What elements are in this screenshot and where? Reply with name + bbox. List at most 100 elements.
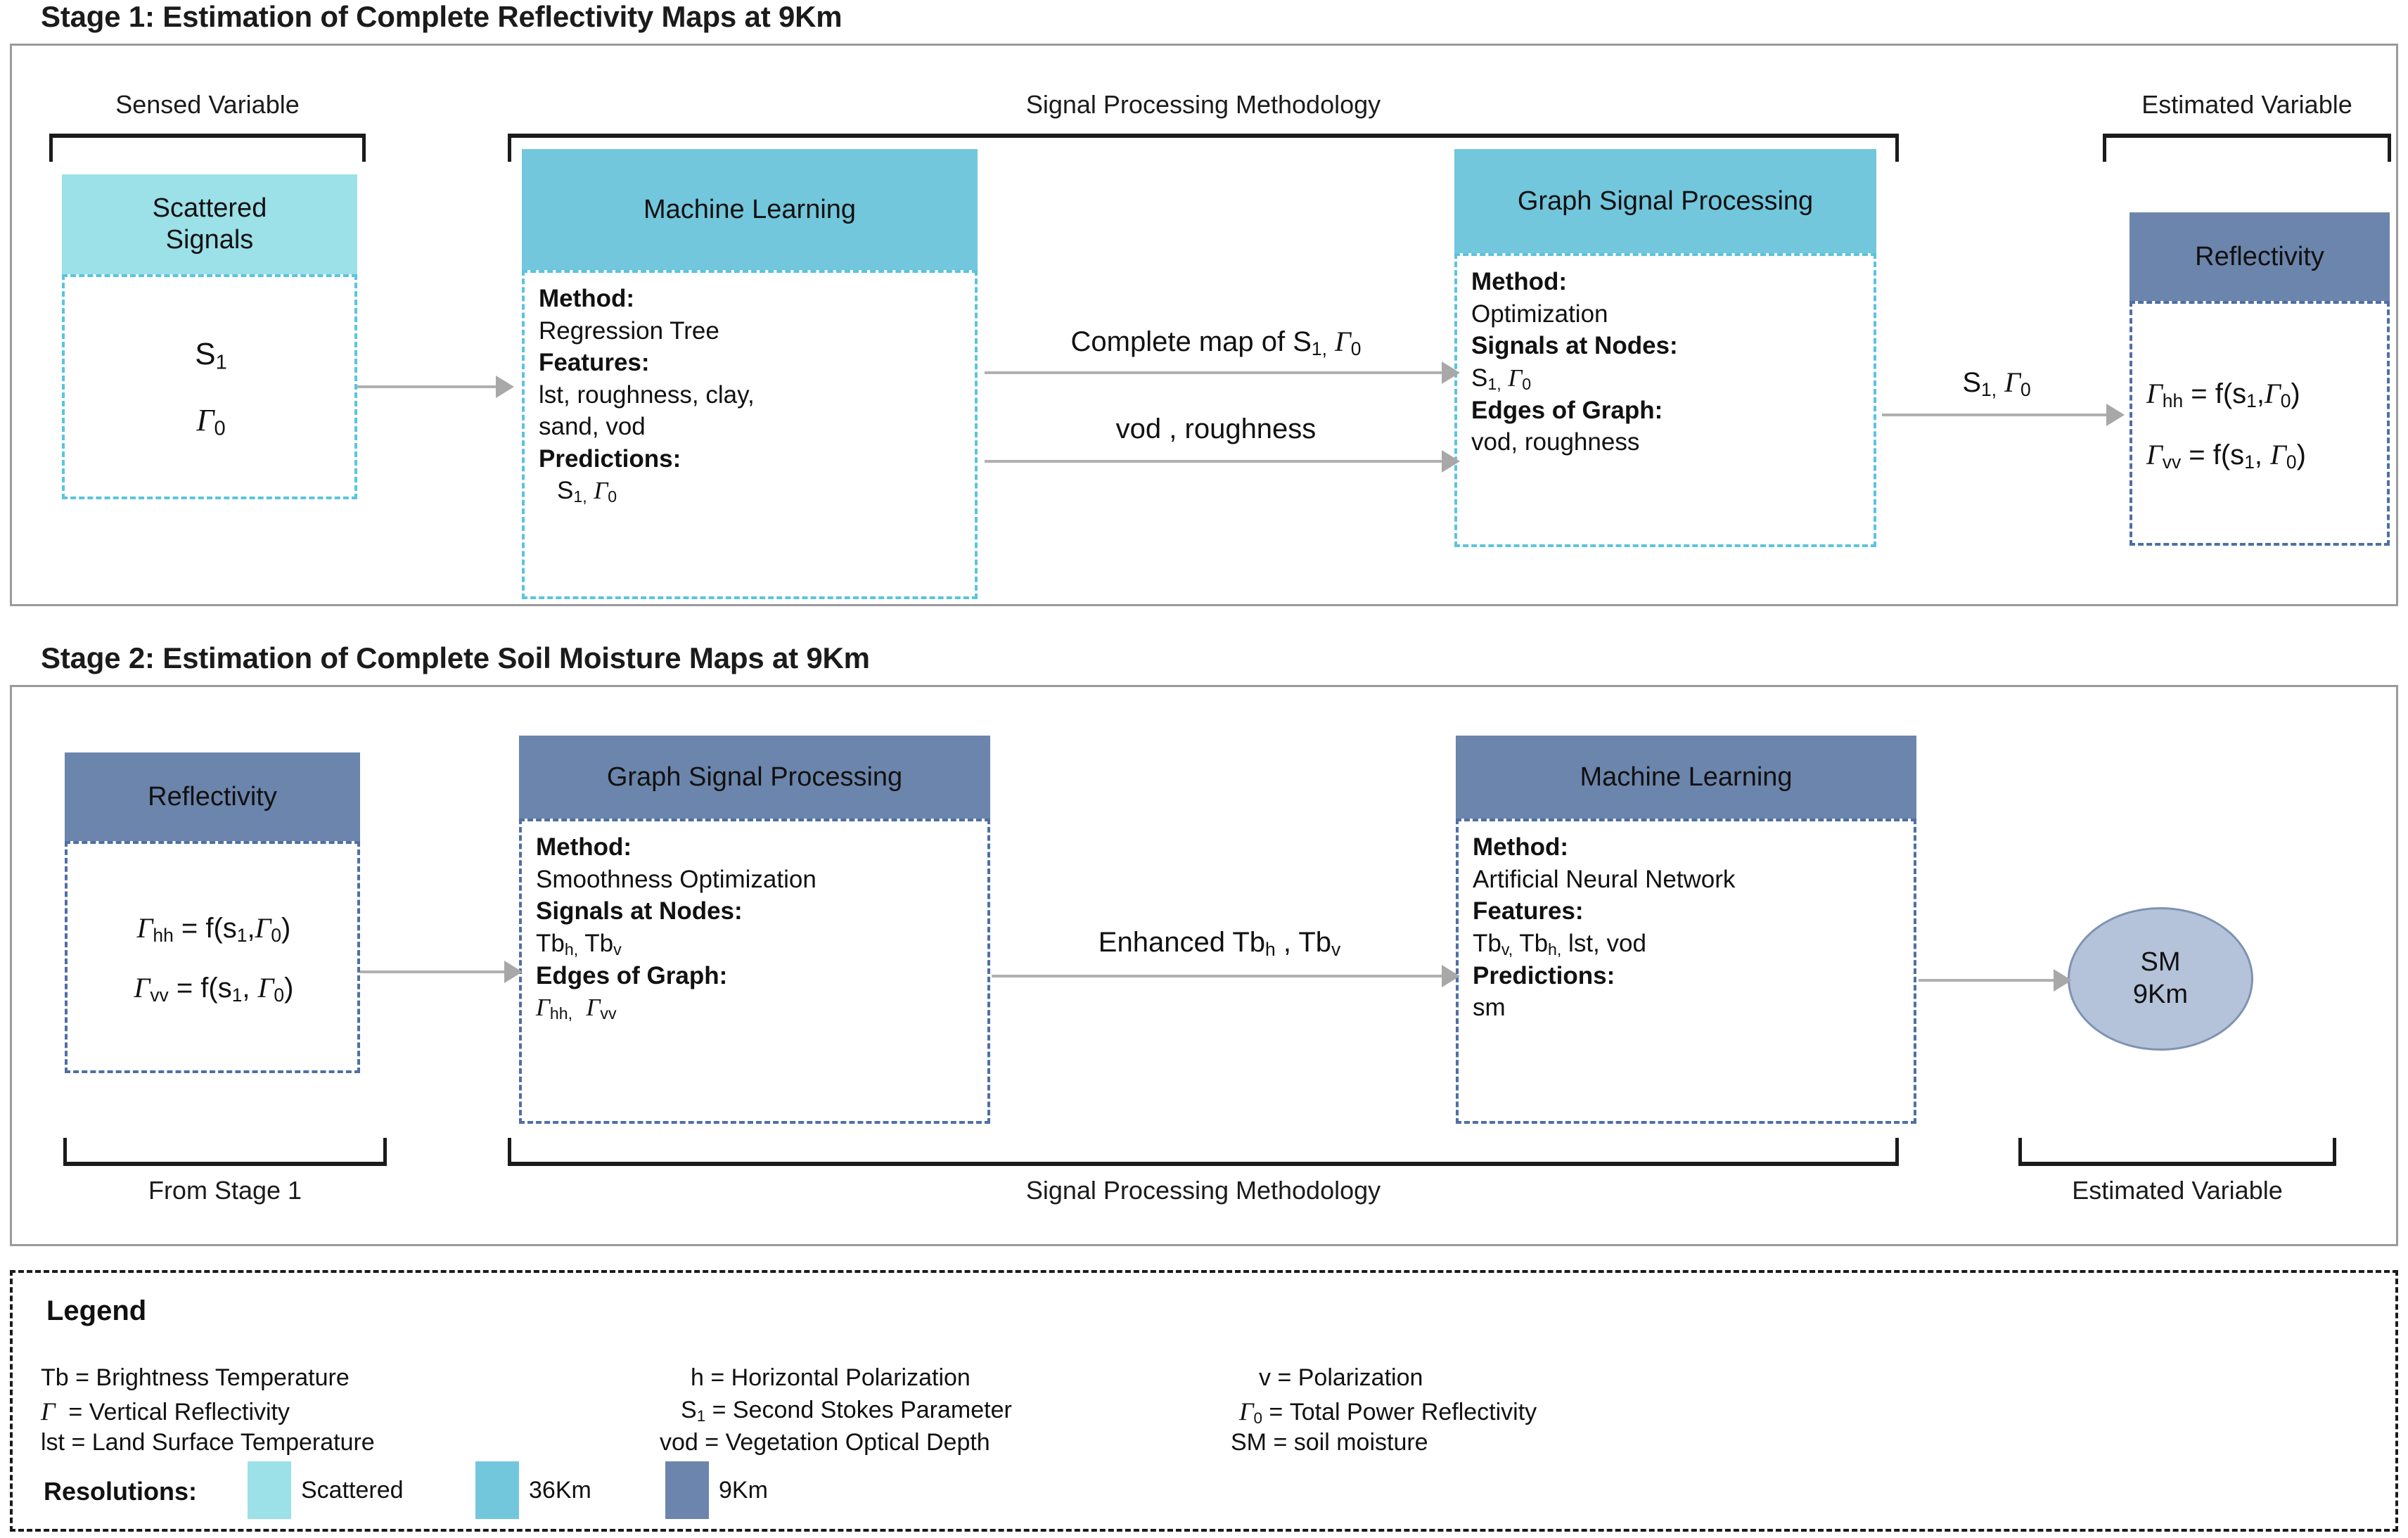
stage1-arrow3-label: vod , roughness bbox=[1115, 414, 1317, 444]
legend-item-v: v = Polarization bbox=[1259, 1364, 1423, 1391]
stage2-ml-body: Method: Artificial Neural Network Featur… bbox=[1456, 819, 1916, 1124]
stage1-bracket-estimated-label: Estimated Variable bbox=[2141, 90, 2352, 119]
legend-item-gamma0: Γ0 = Total Power Reflectivity bbox=[1239, 1397, 1537, 1427]
stage1-scattered-signals-body: S1 Γ0 bbox=[62, 274, 357, 499]
stage1-reflectivity-hh: Γhh = f(s1,Γ0) bbox=[2146, 377, 2300, 411]
legend-frame bbox=[10, 1270, 2398, 1532]
stage1-gsp-title: Graph Signal Processing bbox=[1517, 186, 1814, 216]
stage1-ml-method-label: Method: bbox=[539, 285, 635, 312]
stage1-gsp-nodes-value: S1, Γ0 bbox=[1471, 364, 1532, 393]
legend-swatch-scattered bbox=[248, 1461, 291, 1519]
stage2-ml-features-label: Features: bbox=[1473, 897, 1584, 925]
stage1-reflectivity-title: Reflectivity bbox=[2195, 241, 2324, 271]
stage1-ml-body: Method: Regression Tree Features: lst, r… bbox=[522, 270, 978, 599]
stage2-gsp-nodes-value: Tbh, Tbv bbox=[536, 929, 622, 959]
stage2-arrow3-line bbox=[1919, 979, 2058, 982]
legend-swatch-9km bbox=[665, 1461, 709, 1519]
legend-item-sm: SM = soil moisture bbox=[1231, 1429, 1428, 1456]
stage2-bracket-estimated-label: Estimated Variable bbox=[2072, 1176, 2283, 1205]
legend-resolutions-label: Resolutions: bbox=[44, 1477, 198, 1506]
stage1-scattered-s1: S1 bbox=[195, 336, 227, 374]
legend-item-h: h = Horizontal Polarization bbox=[691, 1364, 971, 1391]
stage2-bracket-fromstage1 bbox=[63, 1138, 387, 1166]
stage2-reflectivity-vv: Γvv = f(s1, Γ0) bbox=[134, 972, 294, 1006]
stage2-ml-features-value: Tbv, Tbh, lst, vod bbox=[1473, 929, 1646, 959]
stage1-gsp-method-value: Optimization bbox=[1471, 300, 1608, 328]
stage1-ml-predictions-label: Predictions: bbox=[539, 444, 681, 473]
stage2-title: Stage 2: Estimation of Complete Soil Moi… bbox=[41, 641, 870, 674]
stage1-reflectivity-body: Γhh = f(s1,Γ0) Γvv = f(s1, Γ0) bbox=[2130, 301, 2390, 546]
stage1-reflectivity-header: Reflectivity bbox=[2130, 212, 2390, 301]
stage2-arrow3-head bbox=[2054, 969, 2072, 992]
stage2-gsp-body: Method: Smoothness Optimization Signals … bbox=[519, 819, 990, 1124]
stage1-gsp-method-label: Method: bbox=[1471, 268, 1568, 295]
stage2-gsp-edges-label: Edges of Graph: bbox=[536, 961, 728, 989]
stage2-ml-title: Machine Learning bbox=[1580, 762, 1793, 792]
stage2-reflectivity-title: Reflectivity bbox=[148, 781, 277, 812]
stage2-reflectivity-header: Reflectivity bbox=[65, 752, 360, 841]
stage2-gsp-method-label: Method: bbox=[536, 833, 632, 861]
stage2-ml-method-label: Method: bbox=[1473, 833, 1569, 861]
stage2-reflectivity-hh: Γhh = f(s1,Γ0) bbox=[136, 911, 291, 946]
stage1-arrow2-line bbox=[985, 371, 1447, 374]
stage2-bracket-estimated bbox=[2018, 1138, 2336, 1166]
stage1-arrow2-label: Complete map of S1, Γ0 bbox=[1070, 326, 1362, 359]
stage1-ml-title: Machine Learning bbox=[643, 194, 857, 224]
stage2-ml-header: Machine Learning bbox=[1456, 736, 1916, 819]
stage1-ml-method-value: Regression Tree bbox=[539, 316, 719, 345]
legend-item-gamma: Γ = Vertical Reflectivity bbox=[41, 1397, 290, 1425]
stage1-gsp-header: Graph Signal Processing bbox=[1454, 149, 1876, 253]
legend-item-tb: Tb = Brightness Temperature bbox=[41, 1364, 350, 1391]
stage2-arrow2-line bbox=[992, 975, 1447, 978]
legend-item-s1: S1 = Second Stokes Parameter bbox=[681, 1397, 1012, 1425]
stage1-gsp-edges-value: vod, roughness bbox=[1471, 428, 1640, 456]
stage2-bracket-spm bbox=[508, 1138, 1899, 1166]
stage2-bracket-fromstage1-label: From Stage 1 bbox=[148, 1176, 302, 1205]
stage1-ml-features-value1: lst, roughness, clay, bbox=[539, 380, 755, 409]
stage1-ml-features-value2: sand, vod bbox=[539, 413, 646, 440]
stage2-ml-predictions-label: Predictions: bbox=[1473, 961, 1615, 989]
stage1-bracket-estimated bbox=[2103, 134, 2391, 162]
legend-swatch-scattered-label: Scattered bbox=[301, 1477, 404, 1504]
legend-swatch-9km-label: 9Km bbox=[719, 1477, 768, 1504]
stage2-gsp-method-value: Smoothness Optimization bbox=[536, 865, 816, 893]
stage1-arrow1-head bbox=[496, 376, 514, 398]
stage2-gsp-title: Graph Signal Processing bbox=[606, 762, 903, 792]
legend-item-vod: vod = Vegetation Optical Depth bbox=[660, 1429, 990, 1456]
stage2-gsp-nodes-label: Signals at Nodes: bbox=[536, 897, 743, 925]
stage2-arrow1-head bbox=[504, 961, 523, 983]
stage1-arrow3-head bbox=[1442, 450, 1460, 473]
stage1-ml-predictions-value: S1, Γ0 bbox=[557, 477, 617, 506]
stage1-arrow2-head bbox=[1442, 361, 1460, 384]
stage1-title: Stage 1: Estimation of Complete Reflecti… bbox=[41, 0, 843, 33]
stage2-gsp-edges-value: Γhh, Γvv bbox=[536, 994, 617, 1023]
stage2-bracket-spm-label: Signal Processing Methodology bbox=[1025, 1176, 1381, 1205]
stage1-arrow3-line bbox=[985, 460, 1447, 463]
stage2-ml-method-value: Artificial Neural Network bbox=[1473, 865, 1736, 893]
stage1-reflectivity-vv: Γvv = f(s1, Γ0) bbox=[2146, 439, 2306, 473]
stage1-bracket-spm bbox=[508, 134, 1899, 162]
legend-swatch-36km bbox=[475, 1461, 519, 1519]
stage2-arrow1-line bbox=[360, 970, 506, 973]
stage1-gsp-body: Method: Optimization Signals at Nodes: S… bbox=[1454, 253, 1876, 547]
legend-title: Legend bbox=[46, 1295, 147, 1326]
legend-item-lst: lst = Land Surface Temperature bbox=[41, 1429, 375, 1456]
stage1-gsp-nodes-label: Signals at Nodes: bbox=[1471, 332, 1678, 359]
stage2-frame bbox=[10, 685, 2398, 1246]
stage2-arrow2-head bbox=[1442, 965, 1460, 987]
stage1-arrow4-label: S1, Γ0 bbox=[1962, 366, 2031, 400]
stage1-ml-header: Machine Learning bbox=[522, 149, 978, 270]
stage2-arrow2-label: Enhanced Tbh , Tbv bbox=[1098, 927, 1341, 960]
stage1-scattered-gamma0: Γ0 bbox=[196, 403, 226, 440]
stage1-bracket-sensed bbox=[49, 134, 366, 162]
stage2-gsp-header: Graph Signal Processing bbox=[519, 736, 990, 819]
stage2-reflectivity-body: Γhh = f(s1,Γ0) Γvv = f(s1, Γ0) bbox=[65, 841, 360, 1073]
stage1-arrow4-line bbox=[1882, 414, 2111, 416]
legend-swatch-36km-label: 36Km bbox=[529, 1477, 591, 1504]
stage1-bracket-sensed-label: Sensed Variable bbox=[115, 90, 300, 119]
stage1-ml-features-label: Features: bbox=[539, 349, 650, 376]
